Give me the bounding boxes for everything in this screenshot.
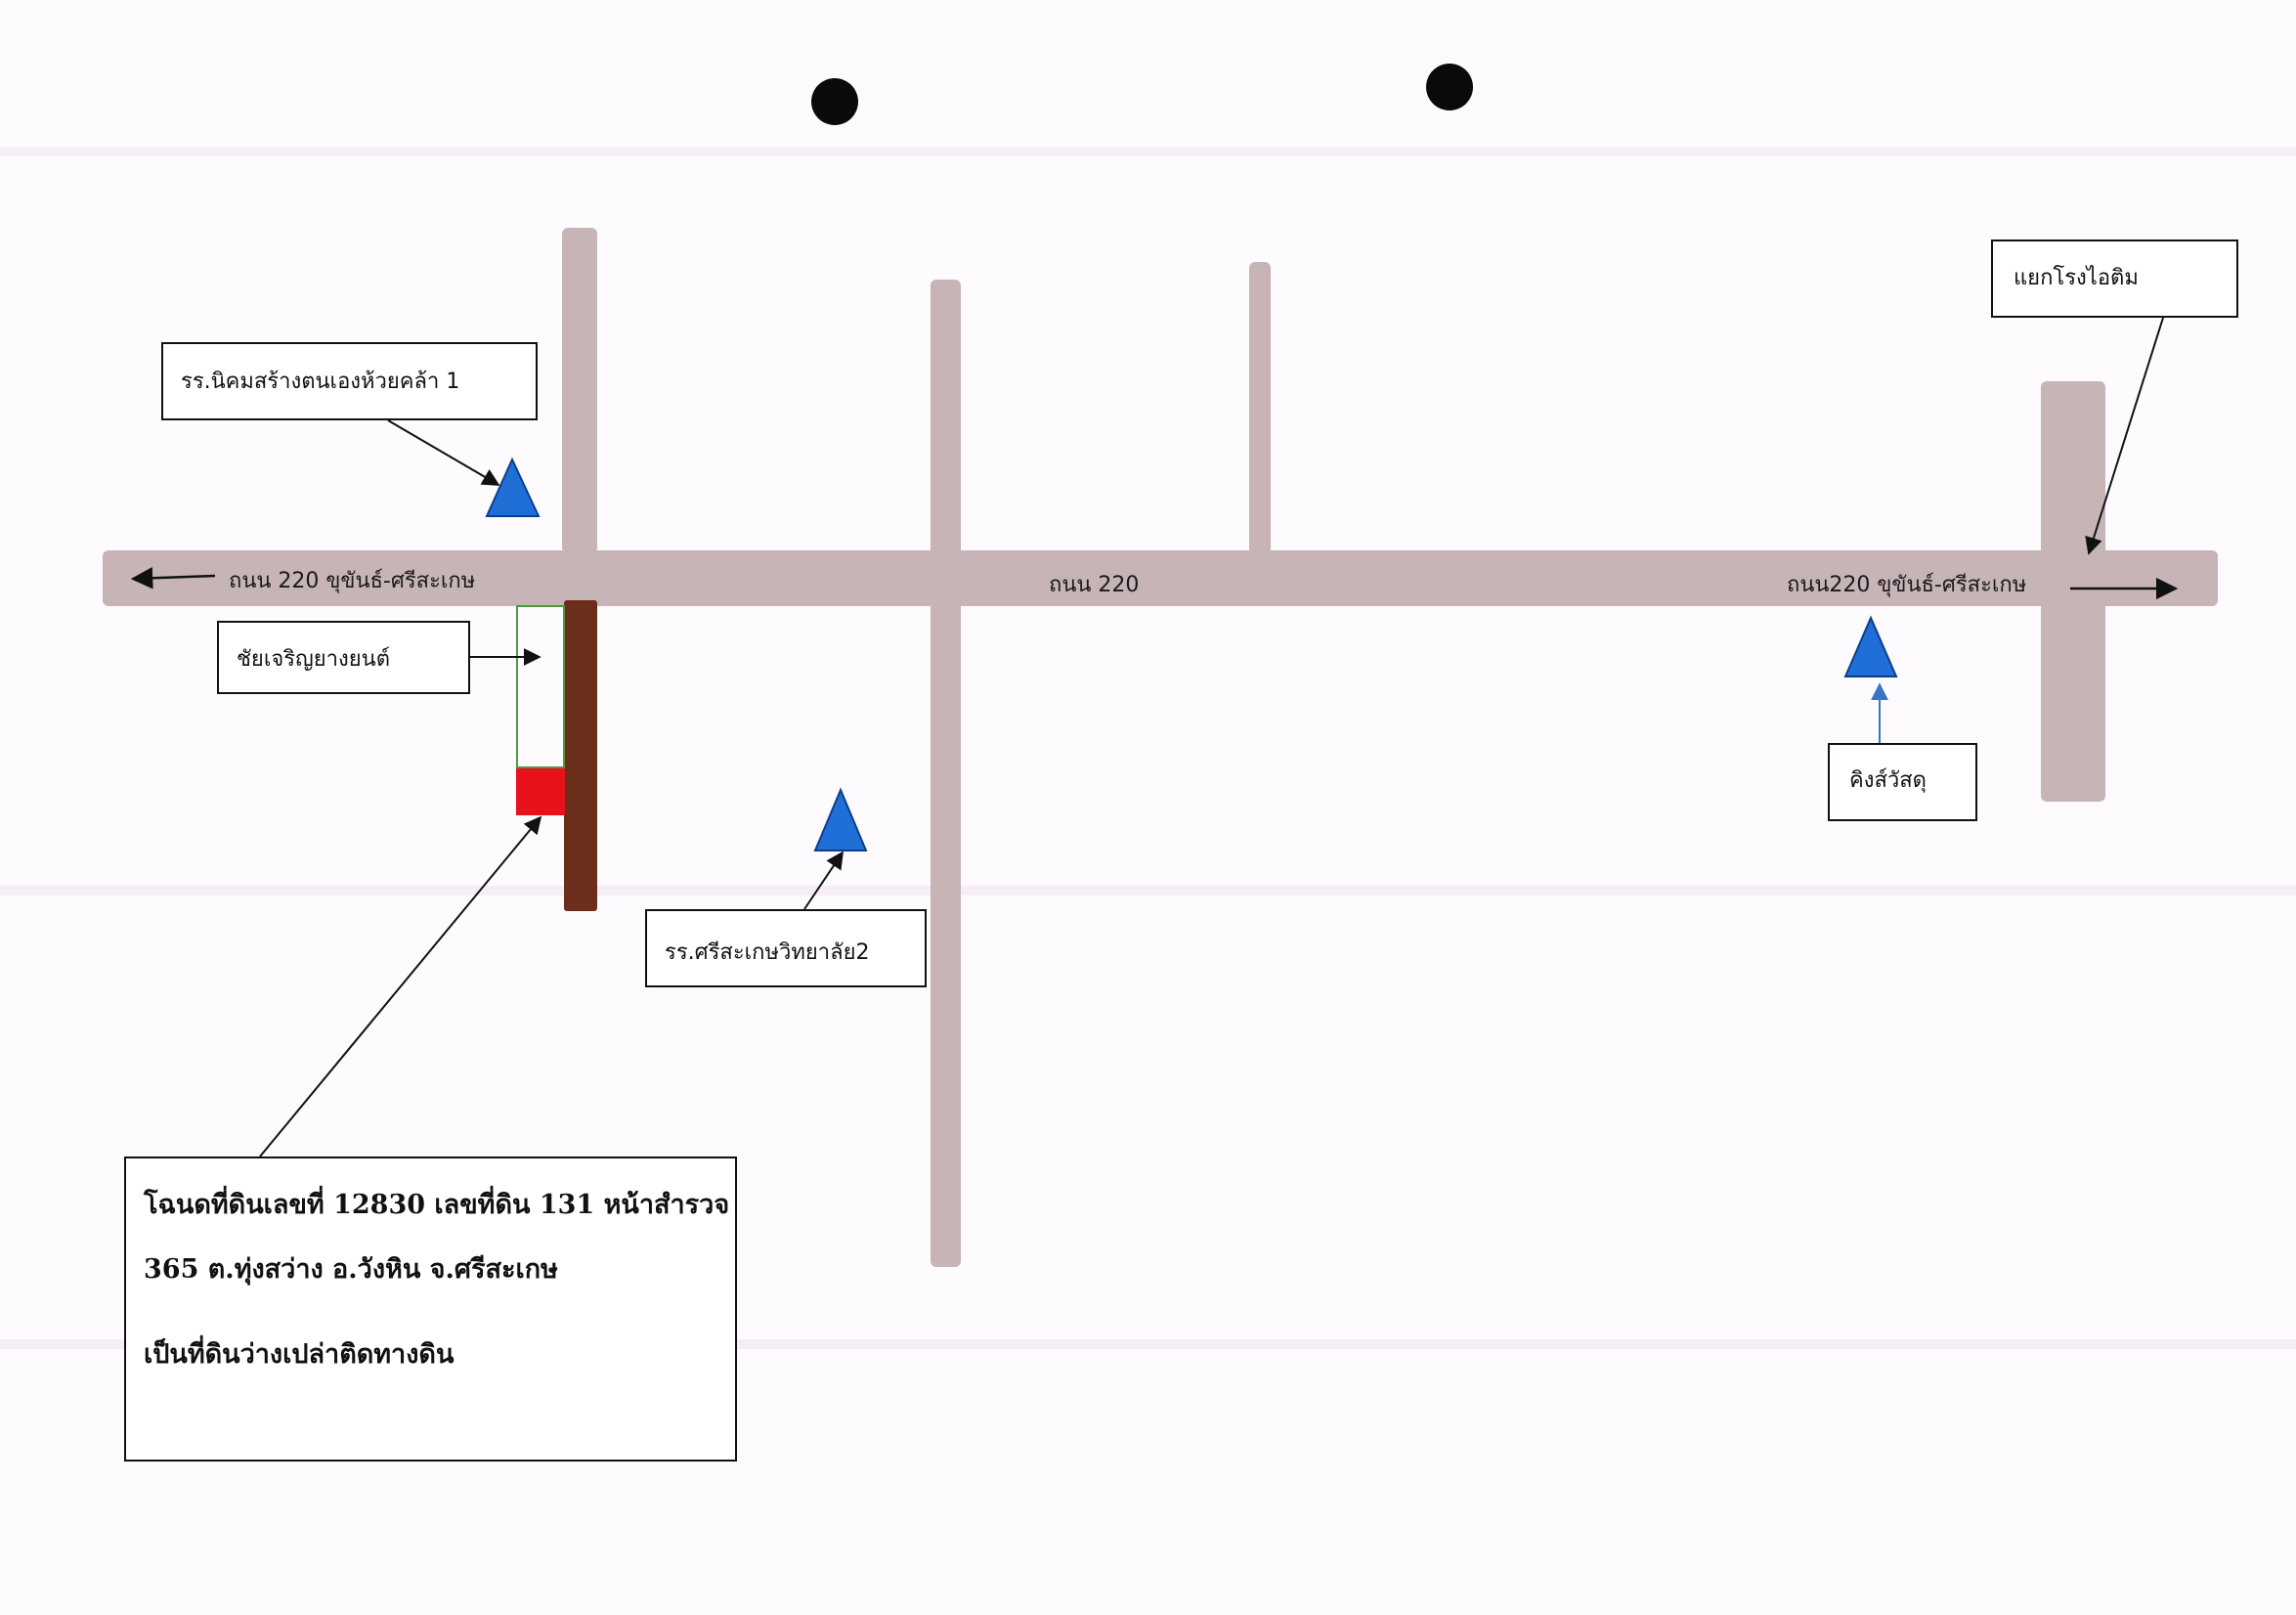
deed-line-2: 365 ต.ทุ่งสว่าง อ.วังหิน จ.ศรีสะเกษ	[144, 1254, 558, 1285]
arrow-icon	[387, 419, 500, 486]
side-road-north-1	[562, 228, 597, 553]
deed-box	[124, 1157, 737, 1462]
road-label-east: ถนน220 ขุขันธ์-ศรีสะเกษ	[1787, 573, 2027, 597]
tire-shop-box	[217, 621, 470, 694]
scan-artifact	[0, 147, 2296, 156]
road-label-west: ถนน 220 ขุขันธ์-ศรีสะเกษ	[229, 569, 476, 593]
school-1-box	[161, 342, 538, 420]
kings-material-label: คิงส์วัสดุ	[1849, 768, 1927, 793]
deed-line-3: เป็นที่ดินว่างเปล่าติดทางดิน	[144, 1339, 455, 1370]
target-land-plot	[516, 768, 565, 815]
blue-triangle-icon	[485, 457, 541, 517]
blue-triangle-icon	[1843, 615, 1898, 677]
neighbor-plot-outline	[516, 605, 565, 768]
scan-artifact	[0, 1339, 2296, 1349]
school-1-label: รร.นิคมสร้างตนเองห้วยคล้า 1	[181, 370, 460, 394]
school-2-label: รร.ศรีสะเกษวิทยาลัย2	[665, 940, 870, 965]
road-label-center: ถนน 220	[1049, 573, 1140, 597]
main-road-220	[103, 550, 2218, 606]
tire-shop-label: ชัยเจริญยางยนต์	[237, 647, 390, 672]
blue-triangle-icon	[813, 787, 868, 851]
dirt-road	[564, 600, 597, 911]
school-2-box	[645, 909, 927, 987]
arrow-icon	[259, 815, 542, 1157]
arrow-icon	[130, 567, 216, 589]
arrow-icon	[2085, 317, 2164, 555]
cross-road-east	[2041, 381, 2105, 802]
scan-artifact	[0, 886, 2296, 895]
punch-hole-icon	[811, 78, 858, 125]
intersection-label: แยกโรงไอติม	[2014, 266, 2139, 290]
intersection-box	[1991, 240, 2238, 318]
punch-hole-icon	[1426, 64, 1473, 110]
side-road-north-3	[1249, 262, 1271, 555]
side-road-2	[931, 280, 961, 1267]
deed-line-1: โฉนดที่ดินเลขที่ 12830 เลขที่ดิน 131 หน้…	[144, 1190, 730, 1220]
arrow-icon	[803, 851, 845, 910]
kings-material-box	[1828, 743, 1977, 821]
